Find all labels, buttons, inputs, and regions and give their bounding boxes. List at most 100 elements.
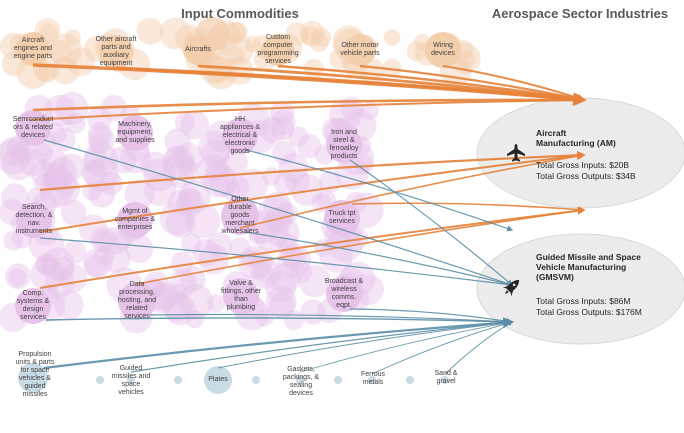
flow-arrows xyxy=(29,63,587,375)
other-aircraft-parts-label: Other aircraft parts and auxiliary equip… xyxy=(95,36,137,67)
background-bubble xyxy=(162,145,195,178)
background-bubble xyxy=(264,271,297,303)
background-bubble xyxy=(83,142,119,177)
flow-arrow xyxy=(32,94,587,112)
iron-steel-label: Iron and steel & ferroalloy products xyxy=(329,129,359,160)
gmsvm-total-outputs: Total Gross Outputs: $176M xyxy=(536,307,642,317)
propulsion-units-bubble xyxy=(18,363,48,393)
background-bubble xyxy=(206,232,233,259)
background-bubble xyxy=(54,290,84,320)
flow-arrow xyxy=(45,317,514,326)
background-bubble xyxy=(165,207,196,238)
background-bubble xyxy=(35,254,57,276)
sand-gravel-label: Sand & gravel xyxy=(434,370,458,385)
background-bubble xyxy=(273,171,297,195)
background-bubble xyxy=(206,294,226,313)
background-bubble xyxy=(83,247,113,278)
background-bubble xyxy=(159,17,192,50)
background-bubble xyxy=(87,106,112,132)
background-bubble xyxy=(223,21,246,45)
background-bubble xyxy=(226,175,250,199)
background-bubble xyxy=(39,175,73,208)
flow-arrow xyxy=(444,321,513,375)
flow-arrow xyxy=(442,65,586,102)
background-bubble xyxy=(222,34,254,66)
flow-arrow xyxy=(43,317,515,370)
data-processing-bubble xyxy=(118,282,156,320)
background-bubble xyxy=(45,164,72,192)
propulsion-units-label: Propulsion units & parts for space vehic… xyxy=(15,351,55,398)
background-bubble xyxy=(166,283,187,304)
am-total-inputs: Total Gross Inputs: $20B xyxy=(536,160,630,170)
valve-fittings-bubble xyxy=(223,278,259,314)
mgmt-companies-label: Mgmt of companies & enterprises xyxy=(114,208,156,231)
background-bubble xyxy=(259,117,286,144)
background-bubble xyxy=(136,17,164,45)
custom-programming-label: Custom computer programming services xyxy=(257,34,299,65)
gaskets-packings-label: Gaskets, packings, & sealing devices xyxy=(282,366,320,397)
mgmt-companies-bubble xyxy=(117,202,153,238)
background-bubble xyxy=(18,149,46,177)
background-bubble xyxy=(456,50,475,69)
flow-arrow xyxy=(239,152,586,229)
gmsvm-title: Guided Missile and Space Vehicle Manufac… xyxy=(536,252,641,282)
background-bubble xyxy=(244,36,261,53)
plates-label: Plates xyxy=(208,376,228,383)
background-bubble xyxy=(236,168,269,201)
minor-commodity-bubble xyxy=(406,376,414,384)
background-bubble xyxy=(5,263,31,290)
background-bubble xyxy=(83,254,108,278)
wiring-devices-label: Wiring devices xyxy=(431,42,455,57)
background-bubble xyxy=(258,195,294,231)
background-bubble xyxy=(289,261,312,284)
background-bubble xyxy=(178,283,214,320)
flow-arrow xyxy=(43,139,514,287)
background-bubble xyxy=(0,183,29,212)
background-bubble xyxy=(382,58,402,78)
background-bubble xyxy=(30,257,65,293)
background-bubble xyxy=(185,203,221,239)
iron-steel-bubble xyxy=(326,127,362,163)
guided-missiles-bubble xyxy=(127,376,135,384)
background-bubble xyxy=(53,173,77,197)
background-bubble xyxy=(40,247,75,281)
background-bubble xyxy=(64,112,86,134)
flow-arrow xyxy=(244,231,514,287)
background-bubble xyxy=(270,109,296,135)
background-bubble xyxy=(124,234,154,263)
background-bubble xyxy=(196,154,230,188)
flow-arrow xyxy=(349,159,513,286)
minor-commodity-bubble xyxy=(252,376,260,384)
background-bubble xyxy=(360,101,379,121)
background-bubble xyxy=(90,226,117,253)
background-bubble xyxy=(248,225,268,245)
flow-arrow xyxy=(39,206,586,289)
truck-transport-label: Truck tpt services xyxy=(328,210,356,225)
aircraft-engines-bubble xyxy=(16,32,50,66)
background-bubble xyxy=(47,156,77,187)
background-bubble xyxy=(170,251,194,275)
background-bubble xyxy=(275,202,298,225)
ferrous-metals-label: Ferrous metals xyxy=(360,371,386,386)
background-bubble xyxy=(63,240,87,264)
flow-arrow xyxy=(115,66,587,106)
background-bubble xyxy=(199,55,229,85)
comp-systems-design-label: Comp. systems & design services xyxy=(16,290,50,321)
background-bubble xyxy=(93,230,115,251)
background-bubble xyxy=(51,56,80,85)
background-bubble xyxy=(0,139,31,175)
background-bubble xyxy=(208,25,226,43)
background-bubble xyxy=(149,282,179,311)
background-bubble xyxy=(267,216,300,249)
background-bubble xyxy=(49,33,83,67)
background-bubble xyxy=(94,245,115,266)
background-bubble xyxy=(177,158,197,178)
gmsvm-ellipse xyxy=(476,233,684,345)
data-processing-label: Data processing, hosting, and related se… xyxy=(117,281,157,320)
background-bubble xyxy=(88,126,115,154)
background-bubble xyxy=(44,267,75,298)
sand-gravel-bubble xyxy=(441,376,449,384)
flow-arrow xyxy=(359,64,586,103)
flow-arrow xyxy=(351,202,586,213)
background-bubble xyxy=(35,253,59,277)
